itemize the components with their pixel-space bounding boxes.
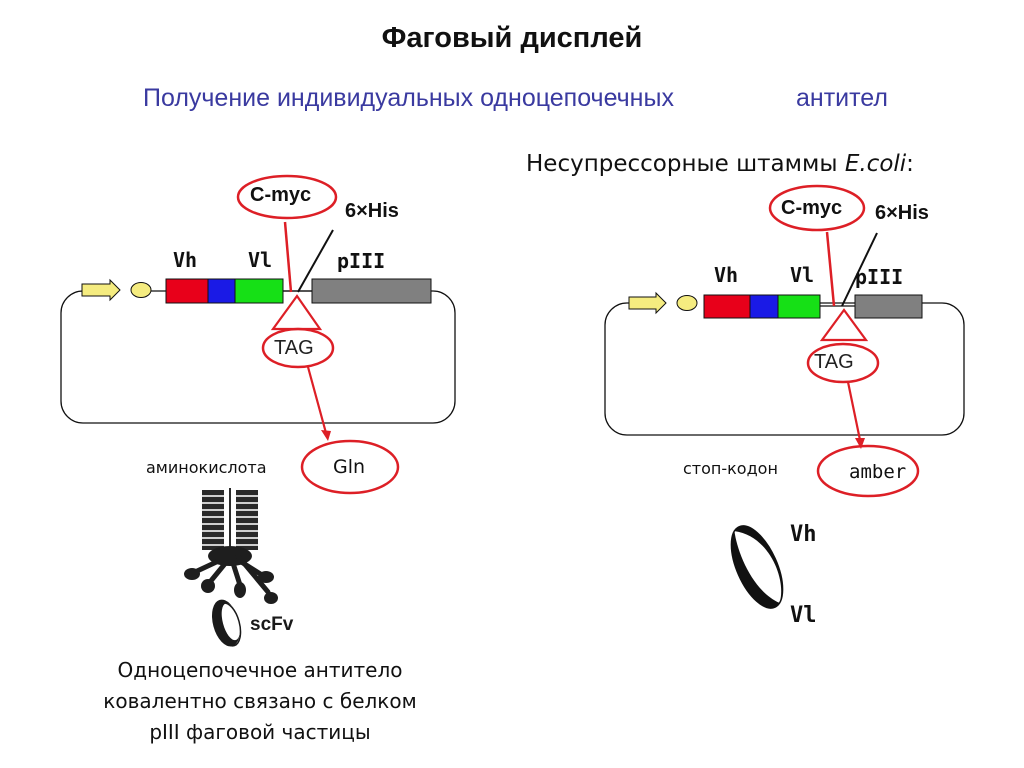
right-tag-label: TAG (814, 351, 854, 373)
left-caption-line: ковалентно связано с белком (103, 689, 417, 713)
right-fragment-vl-label: Vl (790, 603, 817, 628)
scfv-label: scFv (250, 614, 294, 635)
left-annotation-label: аминокислота (146, 458, 267, 477)
right-insertion-marker (819, 308, 869, 342)
left-linker-segment (207, 278, 236, 304)
right-amber-highlight (816, 444, 920, 498)
left-vl-label: Vl (248, 248, 273, 272)
right-tag-highlight (806, 342, 880, 384)
left-gln-highlight (300, 439, 400, 495)
right-heading-text: Несупрессорные штаммы (526, 151, 845, 177)
left-tag-label: TAG (274, 337, 314, 359)
left-cmyc-label: C-myc (250, 184, 312, 206)
right-cmyc-highlight (768, 184, 866, 232)
phage-particle-icon (184, 488, 278, 604)
left-vh-segment (165, 278, 209, 304)
right-vh-label: Vh (714, 263, 739, 287)
page-title: Фаговый дисплей (381, 22, 643, 54)
right-his-pointer (841, 232, 878, 307)
left-vh-label: Vh (173, 248, 198, 272)
left-caption-line: Одноцепочечное антитело (117, 658, 403, 682)
left-cmyc-pointer (283, 221, 293, 293)
left-arrowhead (321, 430, 331, 441)
right-heading: Несупрессорные штаммы E.coli: (526, 151, 914, 177)
right-cmyc-label: C-myc (781, 197, 843, 219)
left-annotation-value: Gln (333, 456, 366, 478)
left-his-label: 6×His (345, 200, 399, 222)
left-tag-highlight (261, 327, 335, 369)
left-caption: Одноцепочечное антитело ковалентно связа… (40, 655, 480, 748)
right-fragment-vh-label: Vh (790, 522, 817, 547)
right-heading-colon: : (906, 151, 914, 177)
right-annotation-value: amber (849, 461, 907, 483)
right-vl-label: Vl (790, 263, 815, 287)
right-vl-segment (777, 294, 821, 319)
left-caption-line: pIII фаговой частицы (149, 720, 371, 744)
right-piii-label: pIII (855, 265, 904, 289)
promoter-arrow-icon (81, 278, 121, 302)
rbs-oval-icon (130, 282, 152, 298)
left-vl-segment (234, 278, 284, 304)
left-piii-segment (311, 278, 432, 304)
page-subtitle-end: антител (796, 84, 888, 112)
promoter-arrow-icon (628, 291, 667, 315)
page-subtitle: Получение индивидуальных одноцепочечных (143, 84, 674, 112)
right-heading-organism: E.coli (844, 151, 907, 177)
scfv-fragment-icon (730, 525, 784, 609)
left-his-pointer (297, 229, 334, 293)
right-annotation-label: стоп-кодон (683, 459, 778, 478)
right-piii-segment (854, 294, 923, 319)
right-arrowhead (855, 438, 865, 449)
rbs-oval-icon (676, 295, 698, 311)
right-plasmid-outline (604, 302, 965, 436)
right-his-label: 6×His (875, 202, 929, 224)
right-linker-segment (749, 294, 779, 319)
left-piii-label: pIII (337, 249, 386, 273)
left-plasmid-outline (60, 290, 456, 424)
right-cmyc-pointer (825, 231, 836, 307)
right-vh-segment (703, 294, 751, 319)
scfv-fragment-icon (211, 599, 242, 647)
left-cmyc-highlight (236, 174, 338, 220)
